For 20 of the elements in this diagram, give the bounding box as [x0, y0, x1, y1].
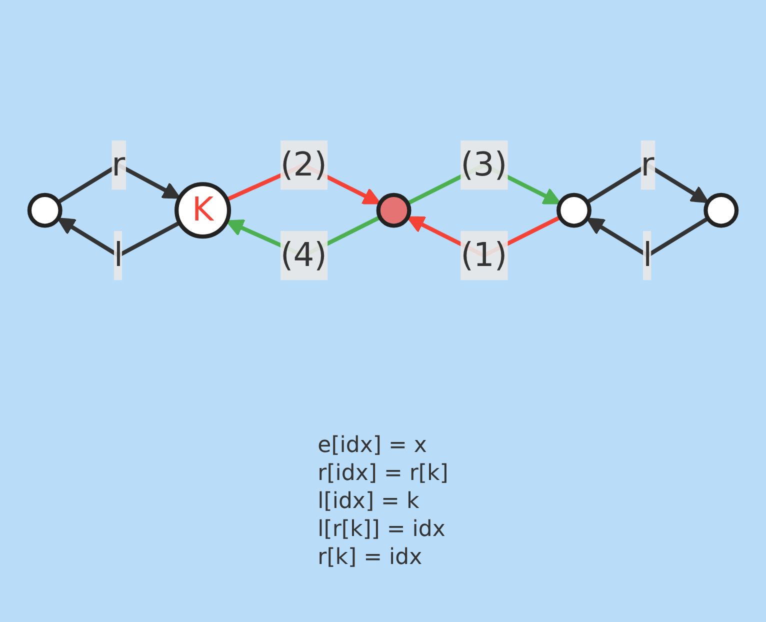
node-circle — [376, 192, 412, 228]
edge-label: (3) — [460, 144, 508, 184]
arrow — [57, 217, 181, 258]
node-circle — [27, 192, 62, 228]
edge-label: l — [114, 234, 124, 274]
edge-label: r — [640, 144, 654, 184]
edge-label: (1) — [460, 234, 508, 274]
node-circle: K — [174, 182, 232, 238]
edge-label: (4) — [280, 234, 327, 274]
code-line: r[idx] = r[k] — [318, 461, 448, 486]
edge-label: l — [642, 234, 652, 274]
edge-label: (2) — [280, 144, 327, 184]
edge-label: r — [112, 144, 126, 184]
code-line: e[idx] = x — [318, 433, 428, 458]
node-circle — [704, 192, 739, 228]
code-line: l[idx] = k — [318, 489, 420, 514]
code-line: l[r[k]] = idx — [318, 517, 446, 542]
node-circle — [556, 192, 592, 228]
code-line: r[k] = idx — [318, 545, 424, 570]
arrow — [586, 216, 710, 258]
